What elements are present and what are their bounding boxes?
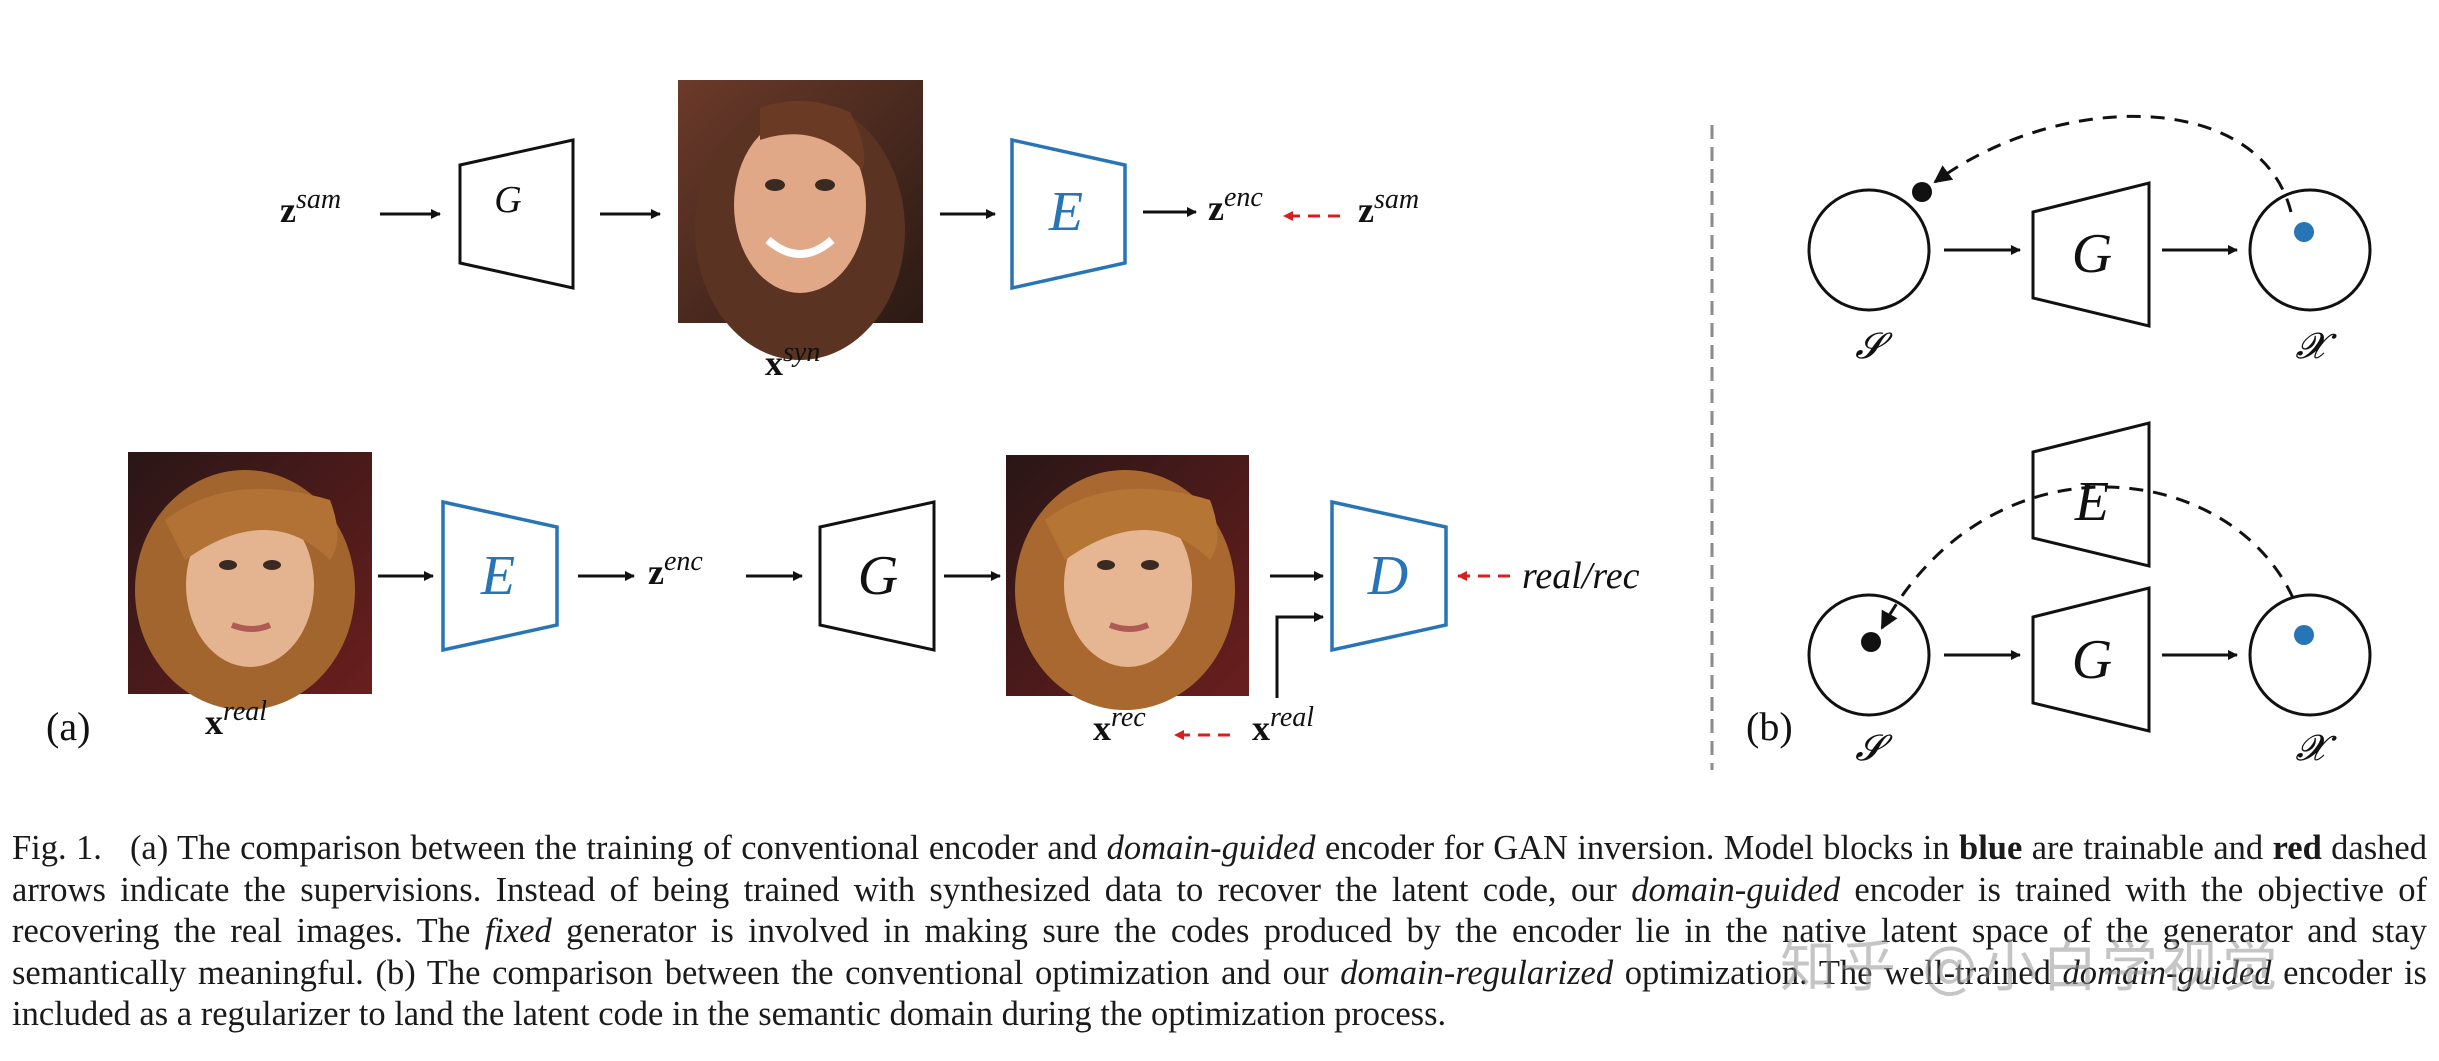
latent-space-circle-top <box>1807 188 1931 312</box>
generator-label-bottom: G <box>858 545 898 607</box>
x-label-bottom: 𝓧 <box>2295 728 2337 769</box>
panel-a-label: (a) <box>46 704 90 749</box>
image-space-circle-top <box>2248 188 2372 312</box>
x-real-label-2: xreal <box>1252 702 1314 748</box>
x-real-label: xreal <box>205 696 267 742</box>
arrow-xreal-to-d <box>1275 612 1324 698</box>
encoder-block-bottom <box>441 499 559 653</box>
z-sam-input-label: zsam <box>280 184 341 230</box>
encoder-block-b <box>2031 421 2151 568</box>
optimization-arrow-top <box>1933 114 2293 213</box>
z-enc-label-bottom: zenc <box>648 546 703 592</box>
generator-label-b-bottom: G <box>2072 629 2112 691</box>
latent-point-top <box>1912 182 1932 202</box>
generator-label-top: G <box>494 179 521 221</box>
real-rec-label: real/rec <box>1522 555 1640 597</box>
generator-block-bottom <box>818 500 936 652</box>
encoder-label-top: E <box>1048 181 1083 243</box>
image-point-top <box>2294 222 2314 242</box>
regularized-arrow-bottom <box>1880 485 2295 630</box>
x-label-top: 𝓧 <box>2295 326 2337 367</box>
encoder-label-b: E <box>2074 471 2109 533</box>
x-syn-label: xsyn <box>765 337 820 383</box>
panel-b-bottom: E G 𝓢 𝓧 (b) <box>1746 421 2372 769</box>
encoder-block-top <box>1010 137 1127 291</box>
latent-space-circle-bottom <box>1807 593 1931 717</box>
figure-caption: Fig. 1.(a) The comparison between the tr… <box>12 829 2428 1033</box>
discriminator-label: D <box>1367 545 1408 607</box>
latent-point-bottom <box>1861 632 1881 652</box>
reconstructed-face-image <box>1006 455 1249 710</box>
synthesized-face-image <box>678 80 923 360</box>
real-face-image <box>128 452 372 710</box>
discriminator-block <box>1330 499 1448 653</box>
s-label-top: 𝓢 <box>1855 326 1893 367</box>
z-enc-label-top: zenc <box>1208 182 1263 228</box>
figure-number: Fig. 1. <box>12 829 102 867</box>
generator-label-b-top: G <box>2072 223 2112 285</box>
figure-diagram: zsam G xsyn E zenc zsam <box>46 80 2372 770</box>
generator-block-b-bottom <box>2031 586 2151 733</box>
generator-block-top <box>458 138 575 290</box>
panel-a-top-row: zsam G xsyn E zenc zsam <box>280 80 1419 383</box>
image-space-circle-bottom <box>2248 593 2372 717</box>
x-rec-label: xrec <box>1093 702 1146 748</box>
z-sam-supervision-label: zsam <box>1358 184 1419 230</box>
panel-b-top: G 𝓢 𝓧 <box>1807 114 2372 367</box>
watermark: 知乎 @小白学视觉 <box>1780 935 2282 1000</box>
s-label-bottom: 𝓢 <box>1855 728 1893 769</box>
panel-a-bottom-row: xreal (a) E zenc G D real/rec xrec xreal <box>46 452 1640 749</box>
image-point-bottom <box>2294 625 2314 645</box>
generator-block-b-top <box>2031 181 2151 328</box>
encoder-label-bottom: E <box>480 545 515 607</box>
panel-b-label: (b) <box>1746 704 1793 749</box>
